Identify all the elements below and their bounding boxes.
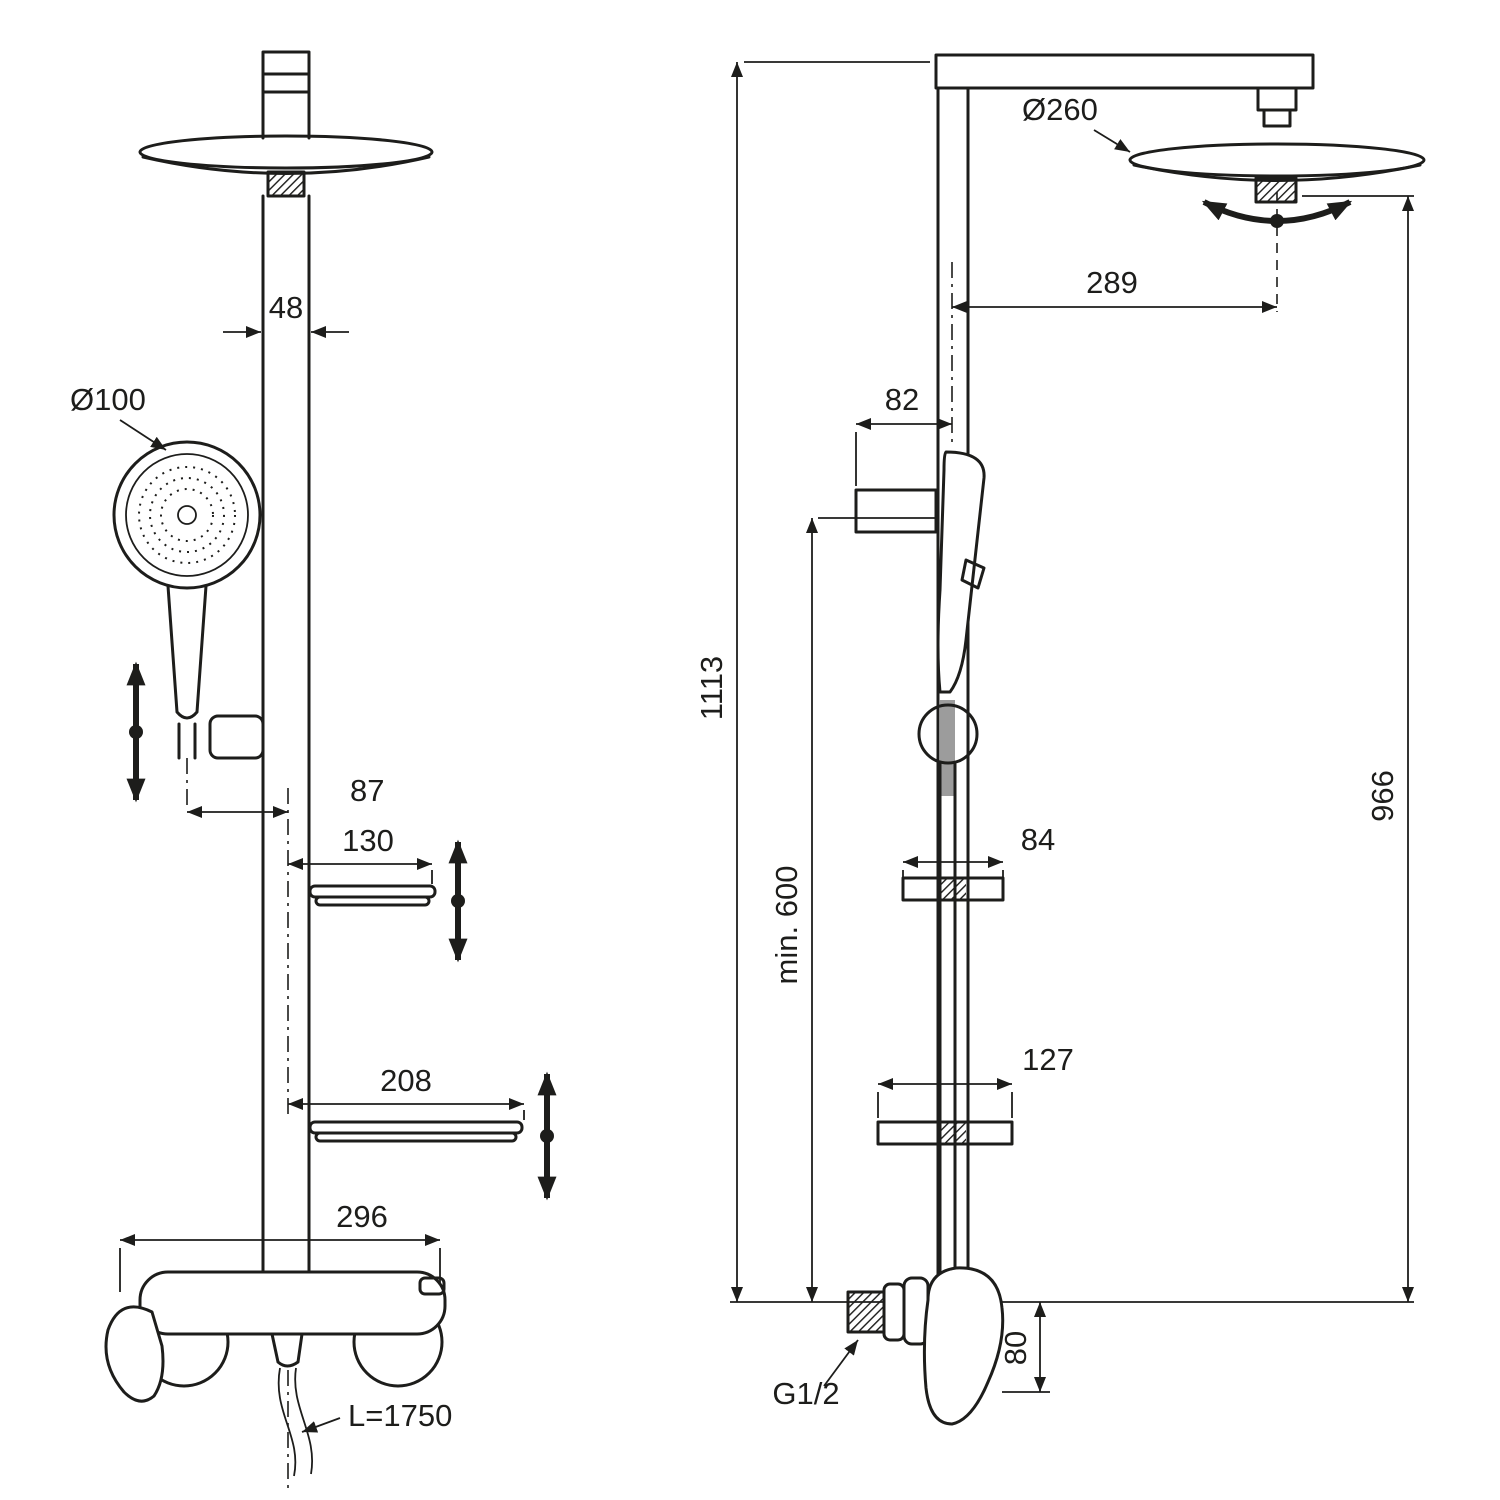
hose-in-holder	[940, 700, 955, 796]
dim-label-head-reach: 289	[1086, 265, 1138, 300]
pivot-dot	[451, 894, 465, 908]
dim-label-outlet-offset: 80	[998, 1331, 1033, 1365]
dim-outlet-offset: 80	[998, 1302, 1050, 1393]
hand-shower-holder-side	[854, 488, 938, 534]
dim-total-height: 1113	[694, 61, 930, 1302]
dim-hand-shower-offset: 87	[187, 773, 384, 1115]
hose-front	[277, 1367, 297, 1477]
head-connector-front	[266, 170, 306, 198]
mixer-lever-side	[922, 1266, 1005, 1426]
hand-shower-body-side	[936, 450, 986, 694]
mixer-body-front	[138, 1270, 447, 1336]
dim-label-total-height: 1113	[694, 656, 729, 720]
dim-label-hand-shower-offset: 87	[350, 773, 384, 808]
overhead-shower-side	[1128, 142, 1426, 204]
height-adjust-arrow-hand-shower	[126, 661, 146, 803]
dim-head-height: 966	[1302, 195, 1414, 1302]
inlet-nipple	[846, 1290, 886, 1334]
head-connector-side	[1254, 176, 1298, 204]
side-view: Ø260 289 82	[694, 53, 1426, 1426]
hand-shower-trigger	[960, 558, 986, 590]
dim-label-lower-shelf-depth: 127	[1022, 1042, 1074, 1077]
dim-label-holder-depth: 82	[885, 382, 919, 417]
dim-label-upper-shelf-width: 130	[342, 823, 394, 858]
mixer-side	[846, 1266, 1005, 1426]
height-adjust-arrow-lower-shelf	[537, 1071, 557, 1201]
dim-min-mounting-height: min. 600	[769, 517, 935, 1302]
dim-hand-shower-diameter: Ø100	[70, 382, 167, 451]
pivot-dot	[540, 1129, 554, 1143]
front-view: 48 Ø100 87	[70, 50, 557, 1490]
dim-lower-shelf-width: 208	[288, 1063, 525, 1120]
dim-label-pipe-width: 48	[269, 290, 303, 325]
dim-upper-shelf-width: 130	[288, 823, 433, 884]
dim-label-hand-shower-diameter: Ø100	[70, 382, 146, 417]
lower-shelf-side	[876, 1120, 1014, 1146]
dim-head-diameter: Ø260	[1022, 92, 1131, 153]
pivot-dot	[1270, 214, 1284, 228]
shower-arm-side	[934, 53, 1315, 1292]
upper-shelf-side	[901, 876, 1005, 902]
overhead-shower-front	[138, 134, 434, 198]
dim-label-inlet-connection: G1/2	[772, 1376, 839, 1411]
riser-pipe-front	[261, 50, 311, 1278]
hand-shower-holder-front	[208, 714, 265, 760]
dim-label-upper-shelf-depth: 84	[1021, 822, 1055, 857]
height-adjust-arrow-upper-shelf	[448, 839, 468, 963]
dim-label-mixer-width: 296	[336, 1199, 388, 1234]
dim-inlet-connection: G1/2	[772, 1339, 859, 1411]
dim-label-head-height: 966	[1365, 770, 1400, 822]
dim-upper-shelf-depth: 84	[902, 822, 1055, 880]
dim-mixer-width: 296	[119, 1199, 441, 1292]
mixer-outlet-front	[270, 1332, 304, 1368]
diverter-knob	[418, 1276, 446, 1296]
dim-label-min-height: min. 600	[769, 866, 804, 985]
dim-pipe-width: 48	[223, 290, 349, 338]
swivel-arrow	[1201, 192, 1353, 312]
dim-label-head-diameter: Ø260	[1022, 92, 1098, 127]
pivot-dot	[129, 725, 143, 739]
mixer-lever-front	[104, 1305, 165, 1403]
dim-label-lower-shelf-width: 208	[380, 1063, 432, 1098]
overhead-swivel-joint	[1256, 86, 1298, 128]
lower-shelf-front	[308, 1120, 524, 1143]
upper-shelf-front	[308, 884, 437, 907]
dim-head-reach: 289	[951, 262, 1277, 445]
holder-ring-side	[917, 703, 979, 765]
dim-holder-depth: 82	[855, 382, 952, 486]
hand-shower-side	[917, 450, 986, 1290]
dim-hose-length: L=1750	[301, 1398, 452, 1433]
hand-shower-front	[112, 440, 262, 806]
dim-lower-shelf-depth: 127	[877, 1042, 1074, 1118]
dim-label-hose-length: L=1750	[348, 1398, 452, 1433]
mixer-front	[104, 1270, 447, 1490]
